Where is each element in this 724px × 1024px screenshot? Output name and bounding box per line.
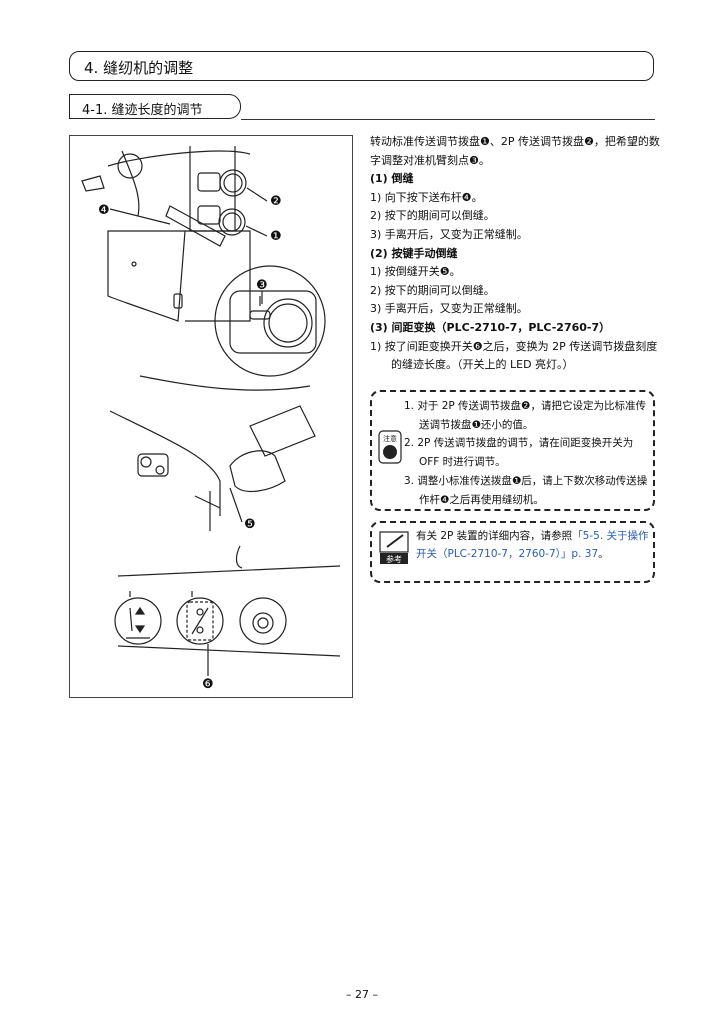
reference-icon: 参考 xyxy=(379,531,409,564)
stitch-adjustment-figure: ❹ ❷ ❶ ❸ ❺ ❻ xyxy=(69,135,353,698)
instructions-text: 转动标准传送调节拨盘❶、2P 传送调节拨盘❷，把希望的数字调整对准机臂刻点❸。 … xyxy=(370,133,660,375)
subsection-rule xyxy=(241,119,655,120)
pitch-heading: (3) 间距变换（PLC-2710-7，PLC-2760-7） xyxy=(370,320,611,334)
pitch-item-1: 1) 按了间距变换开关❻之后，变换为 2P 传送调节拨盘刻度的缝迹长度。（开关上… xyxy=(370,339,658,372)
reverse-item-1: 1) 向下按下送布杆❹。 xyxy=(370,190,483,204)
section-title: 4. 缝纫机的调整 xyxy=(84,59,194,77)
callout-4: ❹ xyxy=(98,203,110,218)
reverse-item-2: 2) 按下的期间可以倒缝。 xyxy=(370,209,495,223)
button-reverse-item-2: 2) 按下的期间可以倒缝。 xyxy=(370,283,495,297)
button-reverse-item-3: 3) 手离开后，又变为正常缝制。 xyxy=(370,302,528,316)
callout-6: ❻ xyxy=(202,677,214,692)
callout-3: ❸ xyxy=(256,278,268,293)
caution-item-2: 2. 2P 传送调节拨盘的调节，请在间距变换开关为 OFF 时进行调节。 xyxy=(404,437,634,469)
caution-item-1: 1. 对于 2P 传送调节拨盘❷，请把它设定为比标准传送调节拨盘❶还小的值。 xyxy=(404,400,646,431)
reverse-heading: (1) 倒缝 xyxy=(370,172,414,186)
reference-link[interactable]: 「5-5. 关于操作开关（PLC-2710-7，2760-7）」p. 37 xyxy=(416,530,649,560)
caution-item-3: 3. 调整小标准传送拨盘❶后，请上下数次移动传送操作杆❹之后再使用缝纫机。 xyxy=(404,474,648,506)
caution-icon: 注意 xyxy=(378,430,402,464)
caution-icon-label: 注意 xyxy=(383,434,397,443)
button-reverse-item-1: 1) 按倒缝开关❺。 xyxy=(370,265,461,279)
page-number: – 27 – xyxy=(346,988,378,1001)
subsection-title: 4-1. 缝迹长度的调节 xyxy=(82,103,203,118)
reference-text: 有关 2P 装置的详细内容，请参照 xyxy=(416,530,573,542)
intro-paragraph: 转动标准传送调节拨盘❶、2P 传送调节拨盘❷，把希望的数字调整对准机臂刻点❸。 xyxy=(370,135,660,167)
callout-5: ❺ xyxy=(244,517,256,532)
callout-1: ❶ xyxy=(270,229,282,244)
button-reverse-heading: (2) 按键手动倒缝 xyxy=(370,246,458,260)
reference-text-end: 。 xyxy=(598,548,609,560)
reference-icon-label: 参考 xyxy=(386,554,402,564)
reverse-item-3: 3) 手离开后，又变为正常缝制。 xyxy=(370,227,528,241)
callout-2: ❷ xyxy=(270,194,282,209)
machine-illustration: ❹ ❷ ❶ ❸ ❺ ❻ xyxy=(81,146,341,692)
subsection-title-box: 4-1. 缝迹长度的调节 xyxy=(69,94,241,119)
reference-box: 参考 有关 2P 装置的详细内容，请参照「5-5. 关于操作开关（PLC-271… xyxy=(370,521,655,583)
section-title-box: 4. 缝纫机的调整 xyxy=(69,51,654,81)
caution-box: 注意 1. 对于 2P 传送调节拨盘❷，请把它设定为比标准传送调节拨盘❶还小的值… xyxy=(370,390,655,511)
